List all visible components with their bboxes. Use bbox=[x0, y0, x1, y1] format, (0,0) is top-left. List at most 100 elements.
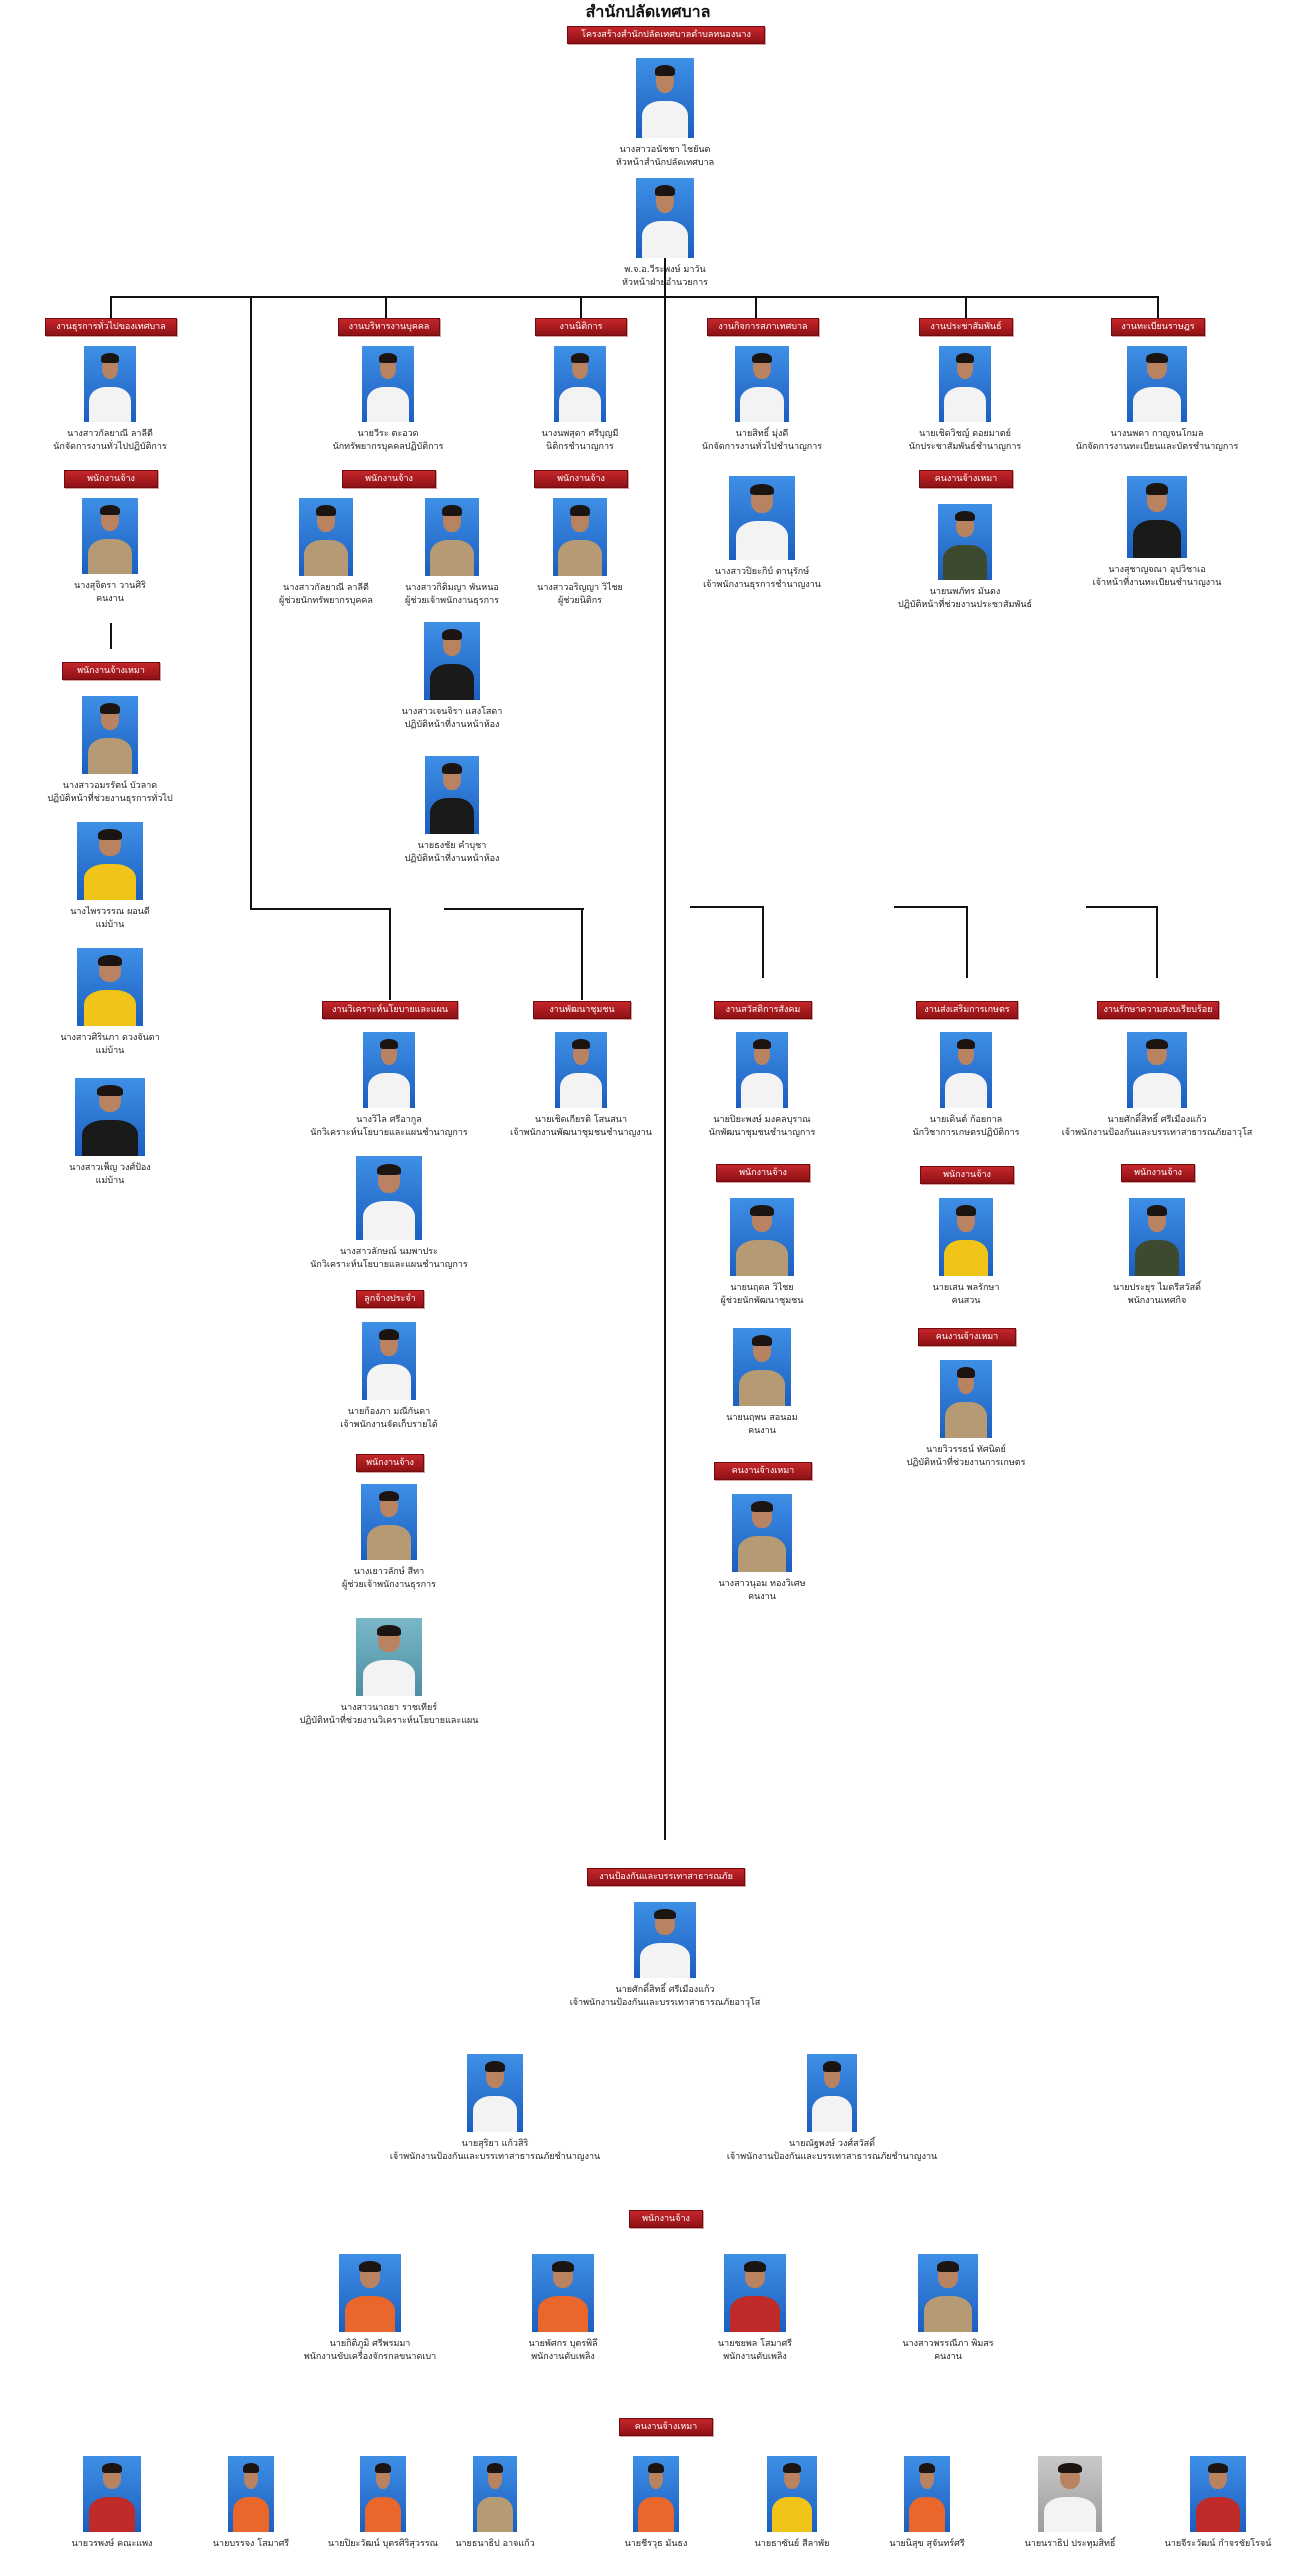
person-photo bbox=[729, 476, 795, 560]
person-photo bbox=[362, 1322, 416, 1400]
person-photo bbox=[1038, 2456, 1102, 2532]
person-photo bbox=[1127, 476, 1187, 558]
person-position: นักพัฒนาชุมชนชำนาญการ bbox=[708, 1128, 816, 1138]
person-position: นักวิเคราะห์นโยบายและแผนชำนาญการ bbox=[310, 1260, 468, 1270]
person-name: นายณัฐพงษ์ วงศ์สวัสดิ์ bbox=[789, 2139, 875, 2149]
section-banner: งานบริหารงานบุคคล bbox=[338, 318, 440, 336]
person-name: นายปิยะวัฒน์ บุตรศิริสุวรรณ bbox=[328, 2539, 438, 2549]
person-position: เจ้าหน้าที่งานทะเบียนชำนาญงาน bbox=[1092, 578, 1222, 588]
section-banner: ลูกจ้างประจำ bbox=[356, 1290, 424, 1308]
section-banner: พนักงานจ้าง bbox=[1121, 1164, 1195, 1182]
person-position: ปฏิบัติหน้าที่งานหน้าห้อง bbox=[404, 720, 500, 730]
person-name: นายศักดิ์สิทธิ์ ศรีเมืองแก้ว bbox=[1107, 1115, 1207, 1125]
person-name: นายนฤดล วิไชย bbox=[730, 1283, 794, 1293]
person-name: นางสุชาญจณา อุปวิชาเอ bbox=[1108, 565, 1206, 575]
person-photo bbox=[467, 2054, 523, 2132]
person-name: นางสาวอมรรัตน์ บัวลาด bbox=[62, 781, 158, 791]
person-name: นายธาซันย์ สีลาพัย bbox=[754, 2539, 830, 2549]
person-name: นางสาวนุอม ทองวิเศษ bbox=[718, 1579, 806, 1589]
person-name: นายนพภัทร มันดง bbox=[929, 587, 1001, 597]
person-position: เจ้าพนักงานจัดเก็บรายได้ bbox=[340, 1420, 438, 1430]
person-name: นายเชิดเกียรติ โสนสนา bbox=[534, 1115, 628, 1125]
person-position: แม่บ้าน bbox=[95, 920, 125, 930]
person-position: เจ้าพนักงานป้องกันและบรรเทาสาธารณภัยชำนา… bbox=[726, 2152, 938, 2162]
person-position: เจ้าพนักงานป้องกันและบรรเทาสาธารณภัยอาวุ… bbox=[1061, 1128, 1253, 1138]
person-position: ปฏิบัติหน้าที่งานหน้าห้อง bbox=[404, 854, 500, 864]
person-photo bbox=[732, 1494, 792, 1572]
person-name: นางนพดา กาญจนโกมล bbox=[1110, 429, 1204, 439]
person-name: นายกิติภูมิ ศรีพรมมา bbox=[329, 2339, 411, 2349]
person-name: นางเยาวลักษ์ สีทา bbox=[353, 1567, 425, 1577]
person-position: คนงาน bbox=[934, 2352, 962, 2362]
person-name: นางสาวอริญญา วิไชย bbox=[537, 583, 623, 593]
person-position: เจ้าพนักงานพัฒนาชุมชนชำนาญงาน bbox=[510, 1128, 652, 1138]
person-name: นายเชิดวิชญ์ ดอยมาตย์ bbox=[919, 429, 1011, 439]
person-photo bbox=[363, 1032, 415, 1108]
connector-line bbox=[762, 906, 764, 978]
person-name: นายธงชัย คำบุชา bbox=[417, 841, 487, 851]
section-banner: พนักงานจ้าง bbox=[534, 470, 628, 488]
section-banner: คนงานจ้างเหมา bbox=[714, 1462, 812, 1480]
person-photo bbox=[425, 498, 479, 576]
person-photo bbox=[424, 622, 480, 700]
person-position: เจ้าพนักงานป้องกันและบรรเทาสาธารณภัยอาวุ… bbox=[569, 1998, 761, 2008]
person-name: นางสุจิตรา วานศิริ bbox=[74, 581, 146, 591]
section-banner: งานวิเคราะห์นโยบายและแผน bbox=[322, 1001, 458, 1019]
section-banner: พนักงานจ้าง bbox=[356, 1454, 424, 1472]
person-position: พนักงานเทศกิจ bbox=[1127, 1296, 1187, 1306]
person-photo bbox=[1127, 1032, 1187, 1108]
person-photo bbox=[733, 1328, 791, 1406]
person-photo bbox=[634, 1902, 696, 1978]
person-position: คนสวน bbox=[951, 1296, 981, 1306]
person-photo bbox=[360, 2456, 406, 2532]
person-photo bbox=[767, 2456, 817, 2532]
person-photo bbox=[361, 1484, 417, 1560]
connector-line bbox=[966, 906, 968, 978]
person-name: นางสาวนาถยา ราชเทียร์ bbox=[340, 1703, 438, 1713]
person-name: นางสาวอนัชชา ไชยันต bbox=[619, 145, 711, 155]
person-name: นายก้องภา มณีกันดา bbox=[347, 1407, 431, 1417]
section-banner: พนักงานจ้าง bbox=[629, 2210, 703, 2228]
section-banner: พนักงานจ้าง bbox=[716, 1164, 810, 1182]
section-banner: งานสวัสดิการสังคม bbox=[714, 1001, 812, 1019]
person-position: ปฏิบัติหน้าที่ช่วยงานประชาสัมพันธ์ bbox=[898, 600, 1032, 610]
person-position: ผู้ช่วยนิติกร bbox=[558, 596, 602, 606]
person-name: นางสาวกิติมญา พันหนอ bbox=[405, 583, 499, 593]
person-position: นักจัดการงานทะเบียนและบัตรชำนาญการ bbox=[1075, 442, 1239, 452]
person-position: พนักงานขับเครื่องจักรกลขนาดเบา bbox=[303, 2352, 437, 2362]
person-position: ปฏิบัติหน้าที่ช่วยงานการเกษตร bbox=[906, 1458, 1026, 1468]
connector-line bbox=[965, 296, 967, 318]
person-name: นางนพสุดา ศรีบุญมี bbox=[541, 429, 619, 439]
person-photo bbox=[532, 2254, 594, 2332]
person-name: นายสุริยา แก้วสิริ bbox=[461, 2139, 529, 2149]
person-name: นายนฤพน สอนอม bbox=[726, 1413, 798, 1423]
person-photo bbox=[553, 498, 607, 576]
person-name: นายศักดิ์สิทธิ์ ศรีเมืองแก้ว bbox=[615, 1985, 715, 1995]
person-name: นายพัศกร บุตรพิลึ bbox=[528, 2339, 598, 2349]
person-position: นักวิชาการเกษตรปฏิบัติการ bbox=[912, 1128, 1020, 1138]
person-position: ผู้ช่วยเจ้าพนักงานธุรการ bbox=[342, 1580, 436, 1590]
person-position: พนักงานดับเพลิง bbox=[531, 2352, 595, 2362]
person-photo bbox=[555, 1032, 607, 1108]
chart-banner: โครงสร้างสำนักปลัดเทศบาลตำบลหนองนาง bbox=[567, 26, 765, 44]
connector-line bbox=[664, 296, 666, 1840]
page-title: สำนักปลัดเทศบาล bbox=[585, 2, 711, 21]
person-position: นักประชาสัมพันธ์ชำนาญการ bbox=[908, 442, 1022, 452]
person-photo bbox=[82, 696, 138, 774]
connector-line bbox=[110, 296, 112, 318]
section-banner: คนงานจ้างเหมา bbox=[919, 470, 1013, 488]
person-position: นักจัดการงานทั่วไปปฏิบัติการ bbox=[53, 442, 167, 452]
person-name: นางสาวกัลยาณี ลาลีตี bbox=[283, 583, 369, 593]
person-name: นายเดินต์ ก้อยกาล bbox=[929, 1115, 1003, 1125]
connector-line bbox=[894, 906, 966, 908]
person-position: นักทรัพยากรบุคคลปฏิบัติการ bbox=[332, 442, 444, 452]
person-position: นักวิเคราะห์นโยบายและแผนชำนาญการ bbox=[310, 1128, 468, 1138]
person-position: ปฏิบัติหน้าที่ช่วยงานวิเคราะห์นโยบายและแ… bbox=[299, 1716, 479, 1726]
person-position: แม่บ้าน bbox=[95, 1176, 125, 1186]
section-banner: งานนิติการ bbox=[535, 318, 627, 336]
section-banner: งานป้องกันและบรรเทาสาธารณภัย bbox=[587, 1868, 745, 1886]
person-photo bbox=[724, 2254, 786, 2332]
person-photo bbox=[339, 2254, 401, 2332]
person-photo bbox=[82, 498, 138, 574]
person-photo bbox=[939, 346, 991, 422]
